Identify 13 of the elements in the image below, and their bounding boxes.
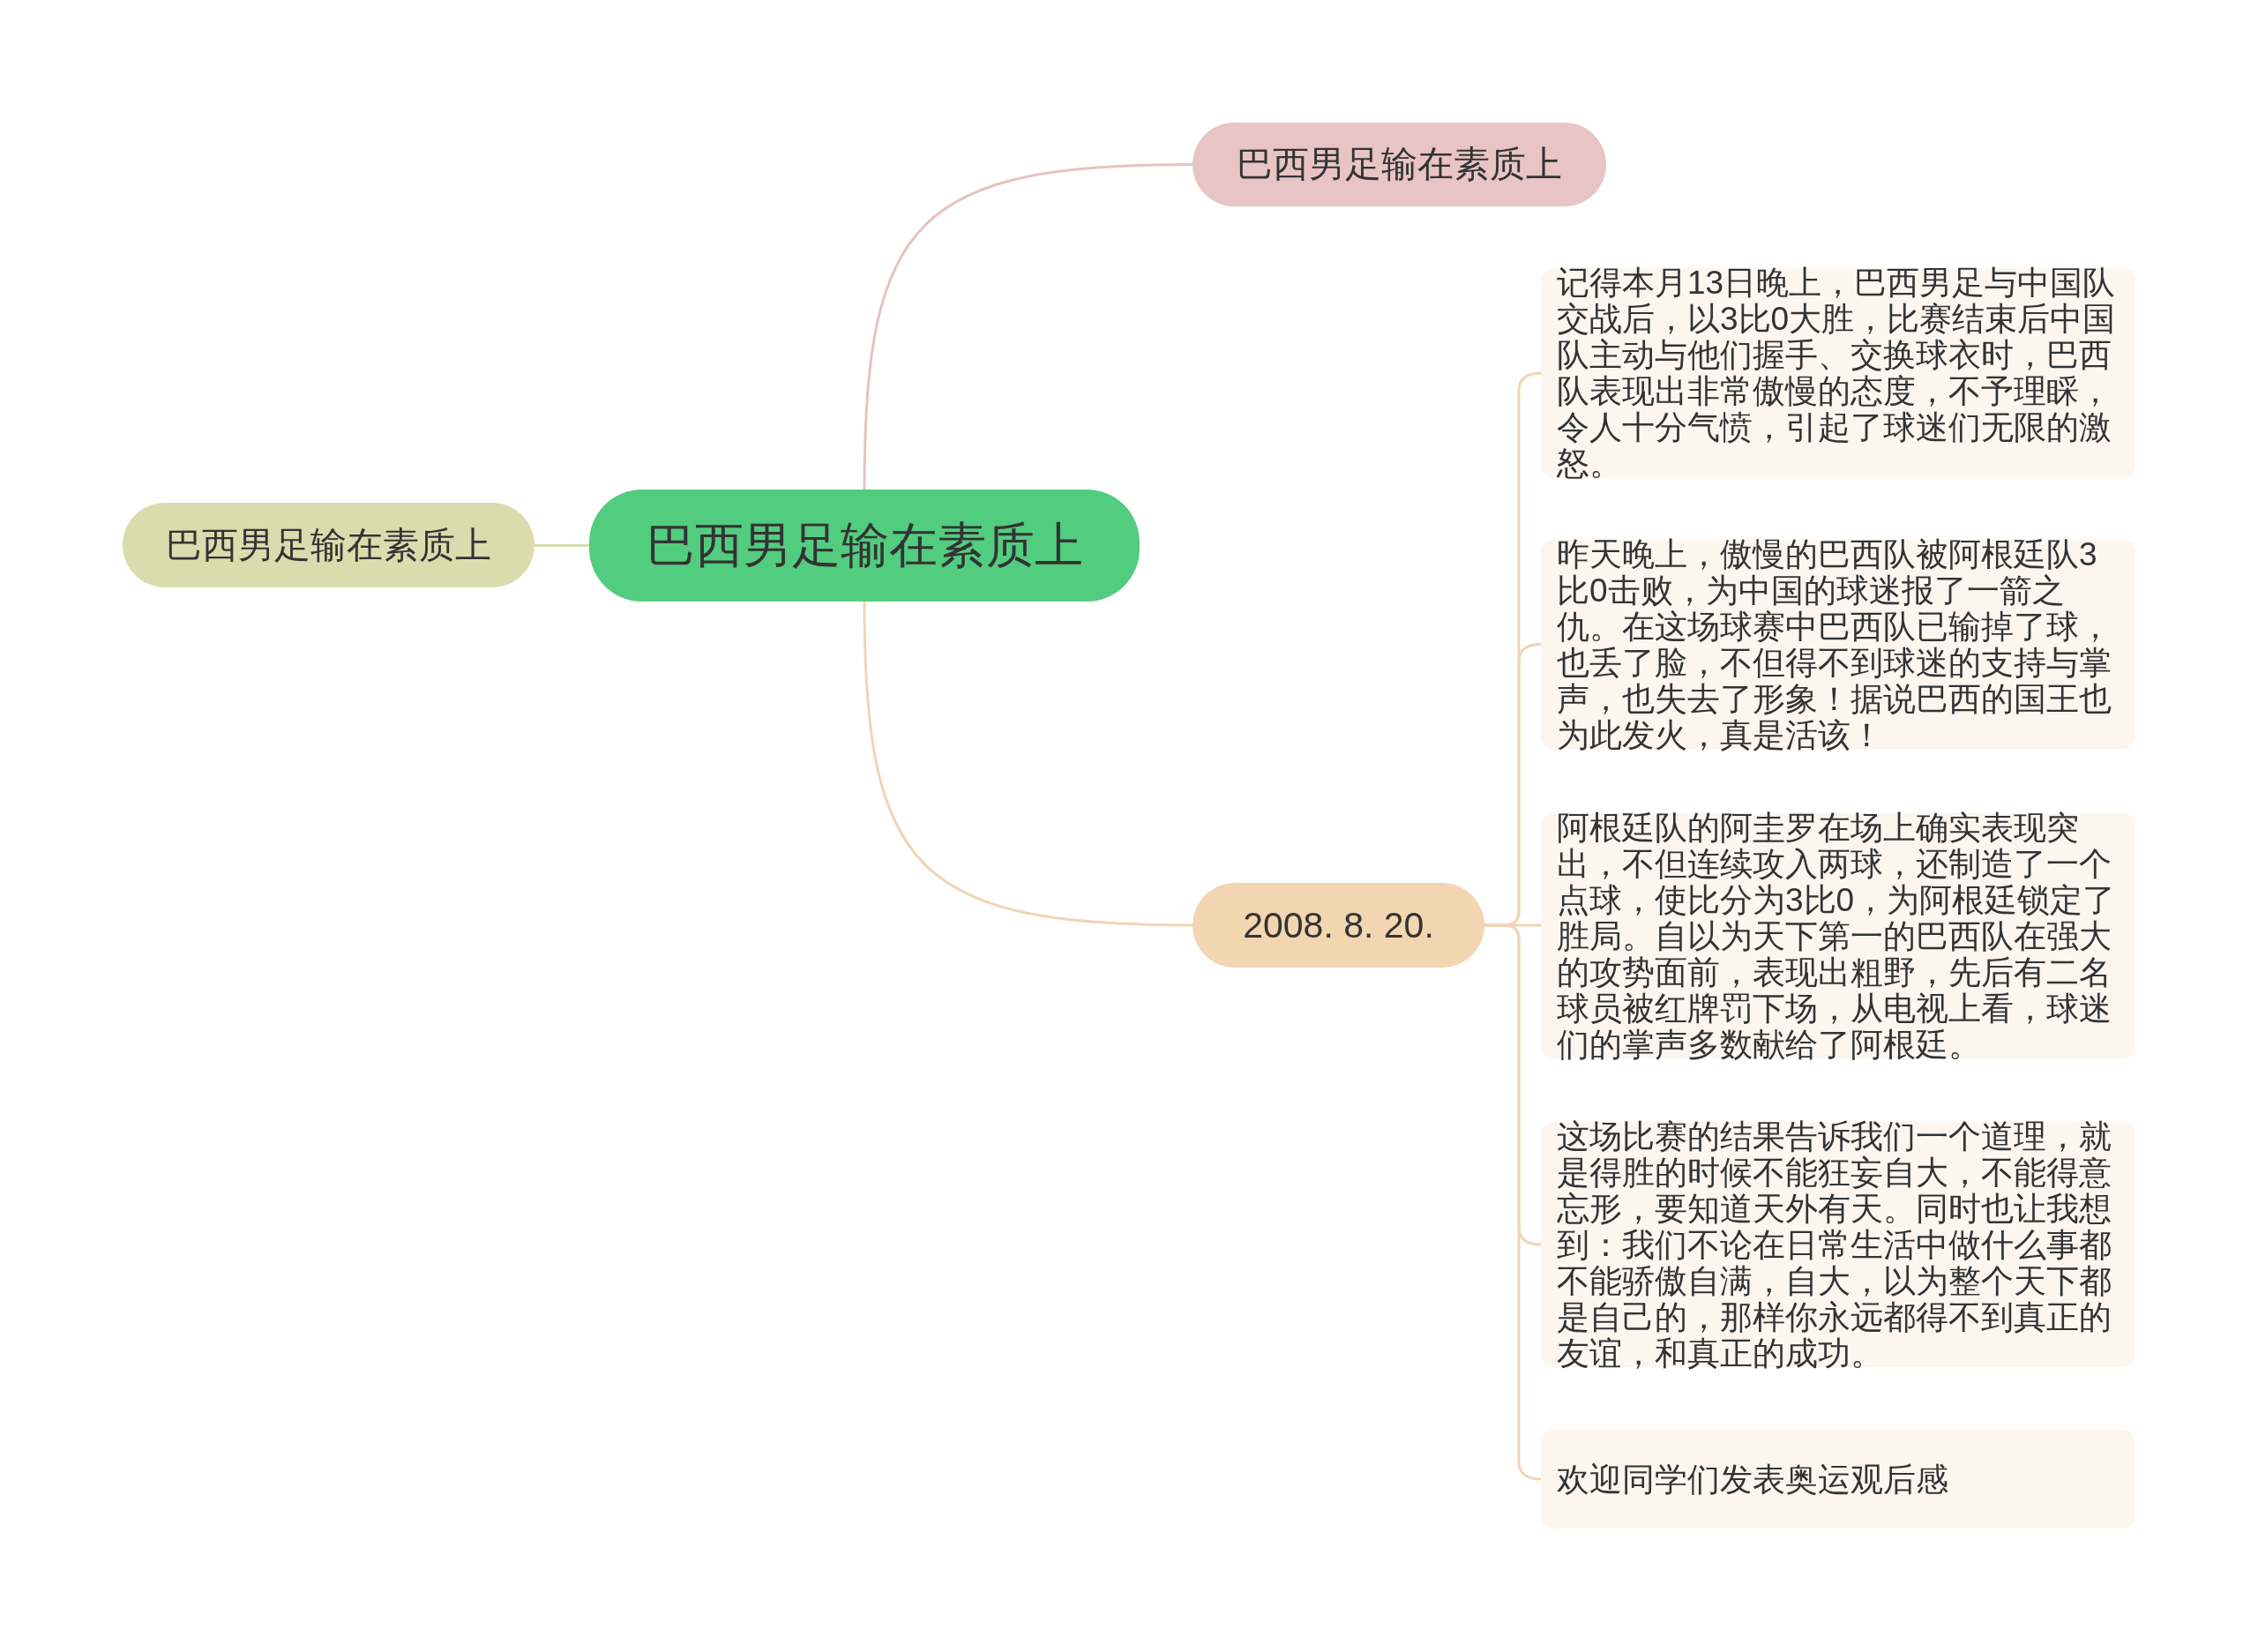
connector-line — [535, 544, 589, 547]
date-pill: 2008. 8. 20. — [1193, 883, 1484, 968]
topic-pill: 巴西男足输在素质上 — [1193, 123, 1606, 206]
card-text: 记得本月13日晚上，巴西男足与中国队交战后，以3比0大胜，比赛结束后中国队主动与他们握手、交换球衣时，巴西队表现出非常傲慢的态度，不予理睬，令人十分气愤，引起了球迷们无限的激怒。 — [1557, 265, 2117, 482]
card-text: 昨天晚上，傲慢的巴西队被阿根廷队3比0击败，为中国的球迷报了一箭之仇。在这场球赛中巴西队已输掉了球，也丢了脸，不但得不到球迷的支持与掌声，也失去了形象！据说巴西的国王也为此发火，真是活该！ — [1557, 535, 2112, 753]
card-text: 这场比赛的结果告诉我们一个道理，就是得胜的时候不能狂妄自大，不能得意忘形，要知道天外有天。同时也让我想到：我们不论在日常生活中做什么事都不能骄傲自满，自大，以为整个天下都是自己的，那样你永远都得不到真正的友谊，和真正的成功。 — [1557, 1118, 2112, 1372]
card-text: 阿根廷队的阿圭罗在场上确实表现突出，不但连续攻入两球，还制造了一个点球，使比分为3比0，为阿根廷锁定了胜局。自以为天下第一的巴西队在强大的攻势面前，表现出粗野，先后有二名球员被红牌罚下场，从电视上看，球迷们的掌声多数献给了阿根廷。 — [1557, 809, 2117, 1063]
topic-pill: 巴西男足输在素质上 — [123, 503, 535, 587]
text-card — [1541, 1430, 2135, 1529]
card-text: 欢迎同学们发表奥运观后感 — [1557, 1461, 1948, 1498]
central-topic-pill: 巴西男足输在素质上 — [589, 490, 1140, 602]
connector-line — [863, 601, 1193, 927]
connector-line — [863, 163, 1193, 490]
